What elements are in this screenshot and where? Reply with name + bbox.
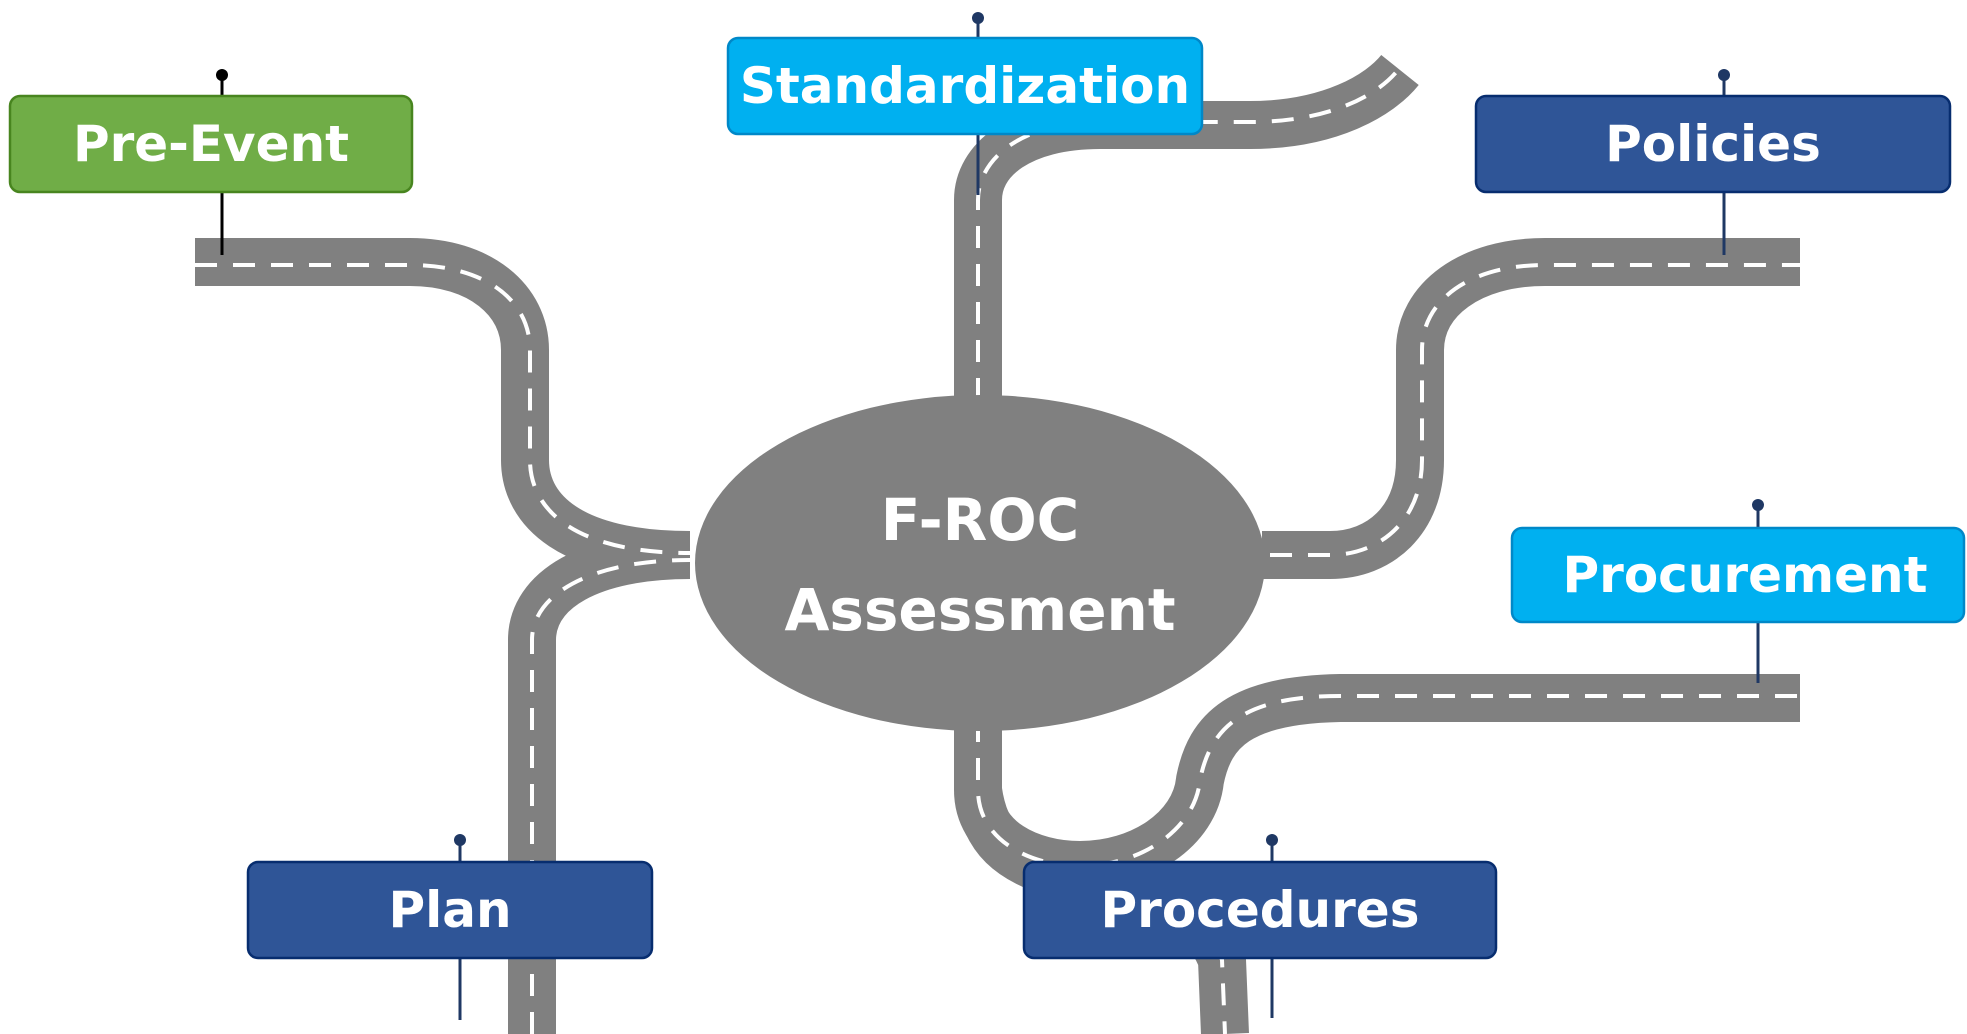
pole-pin-icon bbox=[216, 69, 228, 81]
sign-standardization: Standardization bbox=[726, 12, 1204, 195]
sign-label: Procedures bbox=[1101, 881, 1420, 939]
sign-board bbox=[1510, 526, 1966, 624]
road-plan bbox=[508, 531, 691, 1034]
lane-policies bbox=[1270, 263, 1800, 557]
sign-label: Policies bbox=[1605, 115, 1821, 173]
center-title-line2: Assessment bbox=[784, 576, 1175, 644]
sign-board bbox=[1022, 860, 1498, 960]
center-title-line1: F-ROC bbox=[881, 486, 1079, 554]
pole-pin-icon bbox=[1718, 69, 1730, 81]
road-procurement bbox=[954, 674, 1800, 889]
pole-pin-icon bbox=[1266, 834, 1278, 846]
lane-procurement bbox=[976, 694, 1800, 869]
sign-pre-event: Pre-Event bbox=[8, 69, 414, 255]
sign-label: Plan bbox=[388, 881, 511, 939]
sign-policies: Policies bbox=[1474, 69, 1952, 255]
center-hub bbox=[695, 395, 1265, 731]
sign-label: Procurement bbox=[1563, 546, 1928, 604]
sign-board bbox=[8, 94, 414, 194]
pole-pin-icon bbox=[1752, 499, 1764, 511]
pole-pin-icon bbox=[972, 12, 984, 24]
sign-board bbox=[726, 36, 1204, 136]
sign-plan: Plan bbox=[246, 834, 654, 1020]
sign-board bbox=[246, 860, 654, 960]
sign-board bbox=[1474, 94, 1952, 194]
sign-procedures: Procedures bbox=[1022, 834, 1498, 1018]
sign-label: Standardization bbox=[740, 57, 1190, 115]
sign-procurement: Procurement bbox=[1510, 499, 1966, 683]
pole-pin-icon bbox=[454, 834, 466, 846]
sign-label: Pre-Event bbox=[73, 115, 349, 173]
lane-plan bbox=[530, 558, 691, 1034]
lane-pre-event bbox=[195, 263, 691, 555]
road-pre-event bbox=[195, 238, 691, 579]
road-policies bbox=[1262, 238, 1800, 579]
